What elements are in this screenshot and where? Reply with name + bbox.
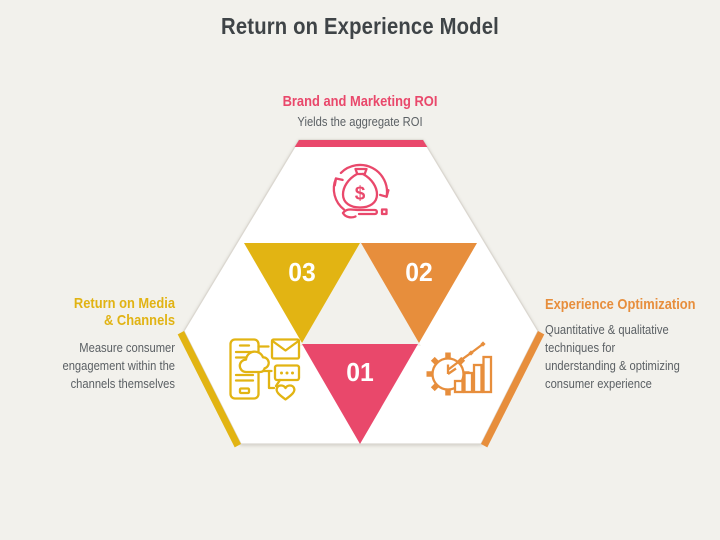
phone-social-icon-art: [229, 338, 301, 401]
right-node-label: Experience Optimization Quantitative & q…: [545, 296, 717, 393]
right-node-description-line: Quantitative & qualitative: [545, 322, 669, 337]
left-node-description-line: channels themselves: [70, 376, 175, 391]
step-02-triangle: [361, 243, 477, 343]
center-negative-triangle: [300, 242, 421, 346]
page-title: Return on Experience Model: [221, 13, 499, 39]
left-node-description-line: engagement within the: [62, 358, 175, 373]
step-01-number: 01: [346, 357, 374, 387]
left-node-description-line: Measure consumer: [79, 340, 175, 355]
step-03-triangle: [244, 243, 360, 343]
left-node-heading-line: & Channels: [104, 312, 175, 329]
right-edge-accent-bar: [481, 331, 545, 448]
gear-chart-icon-art: [426, 342, 493, 396]
left-node-heading-line: Return on Media: [73, 295, 175, 312]
trend-diamonds: [458, 341, 486, 363]
phone-social-icon: [229, 338, 301, 401]
chat-dots: [280, 371, 294, 375]
dollar-sign-glyph: $: [355, 184, 366, 205]
right-node-description-line: understanding & optimizing: [545, 358, 680, 373]
right-node-description: Quantitative & qualitative techniques fo…: [545, 321, 717, 393]
left-edge-accent-bar: [177, 331, 241, 448]
right-node-heading: Experience Optimization: [545, 296, 696, 313]
roi-cycle-icon: $: [332, 163, 390, 219]
step-03-number: 03: [288, 257, 316, 287]
right-node-description-line: techniques for: [545, 340, 616, 355]
roi-cycle-icon-art: [332, 163, 390, 219]
left-node-heading: Return on Media & Channels: [3, 295, 175, 329]
right-node-description-line: consumer experience: [545, 376, 652, 391]
top-node-label: Brand and Marketing ROI Yields the aggre…: [188, 93, 532, 131]
top-node-heading: Brand and Marketing ROI: [282, 93, 438, 110]
top-edge-accent-bar: [294, 140, 428, 147]
left-node-label: Return on Media & Channels Measure consu…: [3, 295, 175, 393]
chart-bars: [453, 355, 493, 394]
step-01-triangle: [302, 344, 418, 444]
left-node-description: Measure consumer engagement within the c…: [3, 339, 175, 393]
step-02-number: 02: [405, 257, 433, 287]
gear-chart-icon: [426, 341, 493, 396]
top-node-description: Yields the aggregate ROI: [297, 114, 423, 129]
